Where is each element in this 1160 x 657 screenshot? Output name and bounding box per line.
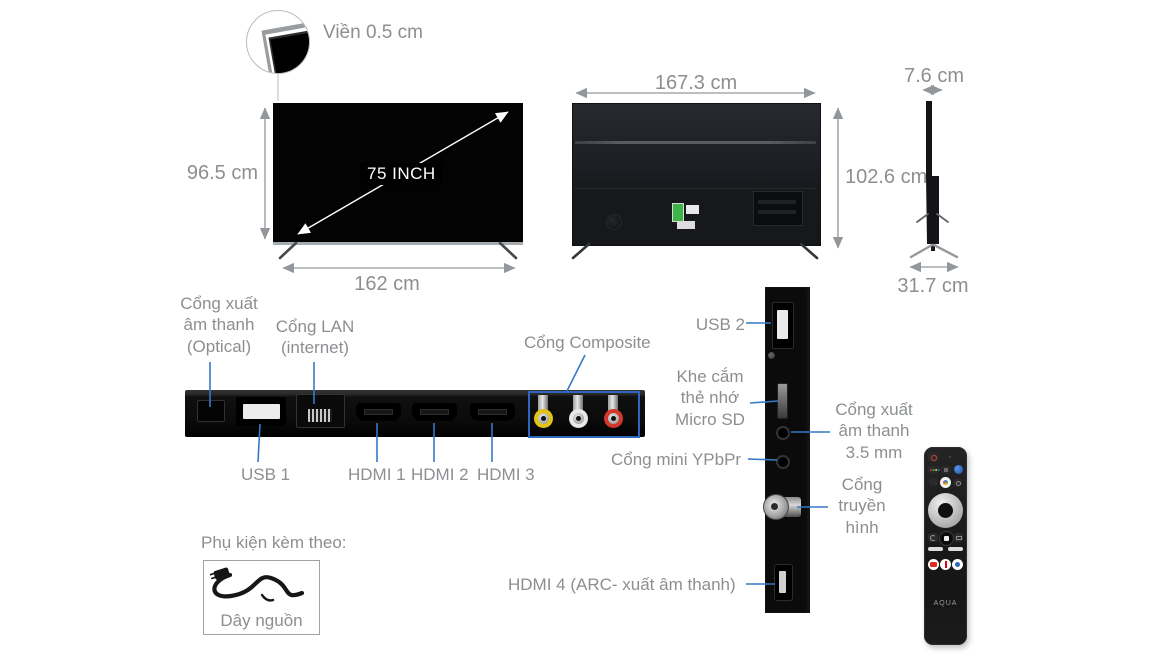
rca-yellow-shaft [538,395,548,412]
hdmi3-slot [478,409,507,415]
remote-channel-rocker [948,547,963,551]
tv-back-ridge [575,141,816,144]
remote-dpad-center [938,503,953,518]
hdmi4-port-label: HDMI 4 (ARC- xuất âm thanh) [508,575,736,594]
bezel-detail-circle [246,10,310,74]
hdmi3-port-label: HDMI 3 [477,465,535,484]
usb1-port-label: USB 1 [241,465,291,484]
micro-sd-label: Khe cắm thẻ nhớ Micro SD [675,367,745,429]
usb2-port-label: USB 2 [695,315,745,334]
remote-input-button-icon [954,533,963,542]
rca-audio-left-jack [569,409,588,428]
remote-source-button-icon [929,478,938,486]
hdmi3-port [470,403,515,421]
audio-35mm-jack [776,426,790,440]
mini-ypbpr-jack [776,455,790,469]
remote-color-keys-icon [928,466,939,474]
lan-port-label: Cổng LAN (internet) [275,317,355,358]
bezel-size-label: Viền 0.5 cm [323,22,423,43]
rca-audio-right-jack [604,409,623,428]
info-sticker-2 [677,221,695,229]
optical-port [197,400,225,422]
lan-port-pins [308,409,332,422]
rca-right-hole [611,416,616,421]
mini-ypbpr-label: Cổng mini YPbPr [611,450,742,469]
back-port-recess [753,191,803,226]
remote-home-button-icon [939,531,954,546]
side-base-label: 31.7 cm [897,275,969,297]
remote-back-button-icon [928,533,938,542]
antenna-port-label: Cổng truyền hình [838,475,886,537]
hdmi4-port-inner [779,571,786,593]
rca-video-jack [534,409,553,428]
hdmi1-port-label: HDMI 1 [348,465,406,484]
remote-app-button-icon [952,559,963,570]
back-circle-detail [606,214,622,230]
remote-menu-button-icon [941,466,951,474]
remote-power-button-icon [928,453,939,462]
rca-video-hole [541,416,546,421]
composite-highlight-box [528,391,640,438]
remote-mic-hole [949,456,951,458]
recess-slot-2 [758,210,796,214]
rca-left-hole [576,416,581,421]
remote-netflix-button-icon [940,559,951,570]
hdmi1-slot [364,409,393,415]
rca-red-shaft [608,395,618,412]
antenna-port-hole [771,503,778,510]
rca-video-metal [538,413,549,424]
power-cord-label: Dây nguồn [220,611,303,630]
rca-white-shaft [573,395,583,412]
audio-35mm-label: Cổng xuất âm thanh 3.5 mm [835,400,913,462]
remote-brand-logo: AQUA [933,600,958,607]
front-width-label: 162 cm [354,273,420,295]
accessory-box: Dây nguồn [203,560,320,635]
remote-volume-rocker [928,547,943,551]
remote-browser-button-icon [954,465,963,474]
rca-left-metal [573,413,584,424]
hdmi1-port [356,403,401,421]
screen-size-label: 75 INCH [360,163,443,185]
usb2-port-inner [777,310,788,339]
hdmi2-slot [420,409,449,415]
remote-control: AQUA [924,447,967,645]
front-height-label: 96.5 cm [186,162,258,184]
back-height-label: 102.6 cm [845,166,928,188]
remote-assistant-button-icon [940,477,951,488]
info-sticker-1 [686,205,699,214]
remote-settings-button-icon [953,478,962,487]
back-width-label: 167.3 cm [654,72,738,94]
power-cord-icon [209,567,305,602]
side-depth-label: 7.6 cm [903,65,965,87]
remote-youtube-button-icon [928,559,939,570]
usb1-port-inner [243,404,280,419]
rca-right-metal [608,413,619,424]
composite-port-label: Cổng Composite [524,333,651,352]
screw-detail [768,352,775,359]
recess-slot-1 [758,200,796,204]
accessories-title: Phụ kiện kèm theo: [201,533,347,552]
optical-port-label: Cổng xuất âm thanh (Optical) [180,294,258,356]
hdmi2-port [412,403,457,421]
hdmi2-port-label: HDMI 2 [411,465,469,484]
